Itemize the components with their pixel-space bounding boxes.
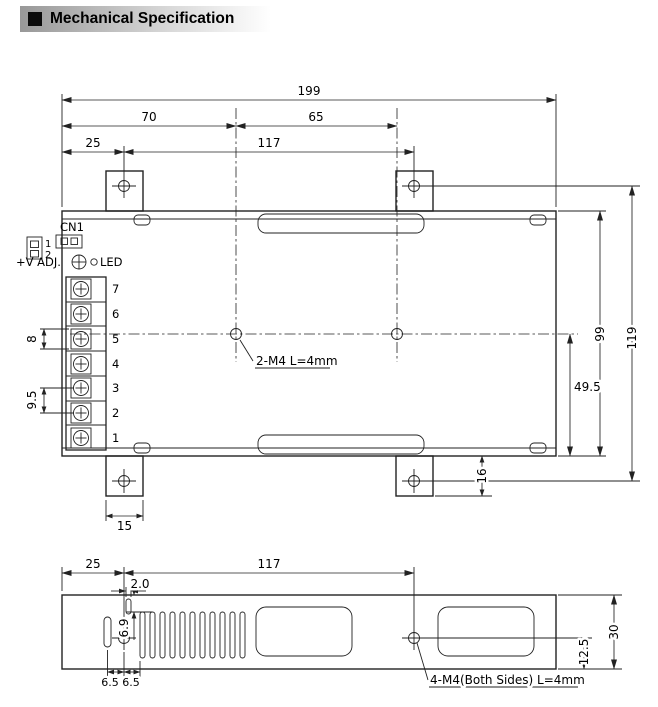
chassis-body bbox=[61, 170, 557, 497]
side-vent-opening bbox=[255, 606, 353, 657]
dim-bracket-width: 15 bbox=[117, 519, 132, 533]
terminal-screw bbox=[70, 402, 92, 424]
mounting-bracket bbox=[105, 455, 144, 497]
side-panel-details bbox=[103, 598, 535, 659]
terminal-screw bbox=[70, 353, 92, 375]
terminal-screw bbox=[70, 303, 92, 325]
chassis-outline bbox=[61, 210, 557, 457]
side-dim-hole-offset-x: 25 bbox=[85, 557, 100, 571]
cn1-pin2-label: 2 bbox=[45, 250, 51, 261]
dim-bracket-hole-offset-x: 25 bbox=[85, 136, 100, 150]
bracket-mounting-hole bbox=[408, 475, 420, 487]
terminal-number: 5 bbox=[112, 332, 119, 346]
side-view: 25 117 2.0 6.9 6.5 6.5 12.5 30 4-M4(Both… bbox=[61, 555, 624, 692]
top-view-extension-lines bbox=[40, 94, 640, 521]
dim-body-height: 99 bbox=[593, 326, 607, 341]
dim-terminal-pitch: 9.5 bbox=[25, 390, 39, 409]
led-indicator-icon bbox=[90, 258, 98, 266]
dim-total-height: 119 bbox=[625, 327, 639, 350]
mounting-bracket bbox=[395, 455, 434, 497]
side-dim-slot-top-offset: 6.9 bbox=[117, 618, 131, 637]
side-dim-height: 30 bbox=[607, 624, 621, 639]
top-view-centerlines bbox=[70, 108, 578, 362]
side-dim-hole-spacing-x: 117 bbox=[258, 557, 281, 571]
voltage-adjust-pot-icon bbox=[71, 254, 87, 270]
terminal-screw bbox=[70, 427, 92, 449]
terminal-number: 6 bbox=[112, 307, 119, 321]
side-vent-opening bbox=[437, 606, 535, 657]
side-mounting-hole bbox=[118, 632, 130, 644]
side-dim-slot-width: 2.0 bbox=[130, 577, 149, 591]
terminal-number: 2 bbox=[112, 406, 119, 420]
bracket-mounting-hole bbox=[118, 180, 130, 192]
dim-hole1-x: 70 bbox=[141, 110, 156, 124]
terminal-block bbox=[65, 276, 107, 451]
side-panel-outline bbox=[61, 594, 557, 670]
chassis-mounting-hole bbox=[230, 328, 242, 340]
terminal-screw bbox=[70, 328, 92, 350]
section-bullet-icon bbox=[28, 12, 42, 26]
terminal-number: 4 bbox=[112, 357, 119, 371]
cn1-pin1-label: 1 bbox=[45, 239, 51, 250]
vadj-label: +V ADJ. bbox=[16, 255, 61, 269]
center-holes-callout: 2-M4 L=4mm bbox=[256, 354, 338, 368]
cn1-label: CN1 bbox=[60, 220, 84, 234]
side-view-dimension-lines bbox=[61, 570, 617, 675]
section-header: Mechanical Specification bbox=[20, 6, 271, 32]
terminal-screw bbox=[70, 377, 92, 399]
dim-bracket-hole-spacing-x: 117 bbox=[258, 136, 281, 150]
bottom-vent-slot bbox=[257, 434, 425, 455]
chassis-details bbox=[62, 180, 556, 487]
dim-center-to-bottom: 49.5 bbox=[574, 380, 601, 394]
side-dim-offset-b: 6.5 bbox=[122, 676, 140, 689]
dim-hole-spacing-x: 65 bbox=[308, 110, 323, 124]
cn1-connector-body bbox=[55, 234, 83, 249]
dim-total-width: 199 bbox=[298, 84, 321, 98]
terminal-number: 7 bbox=[112, 282, 119, 296]
top-vent-slot bbox=[257, 213, 425, 234]
terminal-screw bbox=[70, 278, 92, 300]
terminal-number: 3 bbox=[112, 381, 119, 395]
mounting-bracket bbox=[395, 170, 434, 212]
section-title: Mechanical Specification bbox=[50, 10, 235, 27]
led-label: LED bbox=[100, 255, 123, 269]
bracket-mounting-hole bbox=[118, 475, 130, 487]
side-mounting-hole bbox=[408, 632, 420, 644]
mounting-bracket bbox=[105, 170, 144, 212]
terminal-number: 1 bbox=[112, 431, 119, 445]
side-holes-callout: 4-M4(Both Sides) L=4mm bbox=[430, 673, 585, 687]
chassis-mounting-hole bbox=[391, 328, 403, 340]
side-dim-hole-bottom-offset: 12.5 bbox=[577, 639, 591, 666]
top-view: 199 70 65 25 117 99 49.5 119 16 15 8 9.5… bbox=[16, 82, 642, 536]
top-view-dimension-lines bbox=[41, 97, 635, 519]
bracket-mounting-hole bbox=[408, 180, 420, 192]
dim-bracket-extension: 16 bbox=[475, 468, 489, 483]
side-dim-offset-a: 6.5 bbox=[101, 676, 119, 689]
cn1-connector-plug bbox=[26, 236, 43, 260]
dim-terminal-size: 8 bbox=[25, 335, 39, 343]
